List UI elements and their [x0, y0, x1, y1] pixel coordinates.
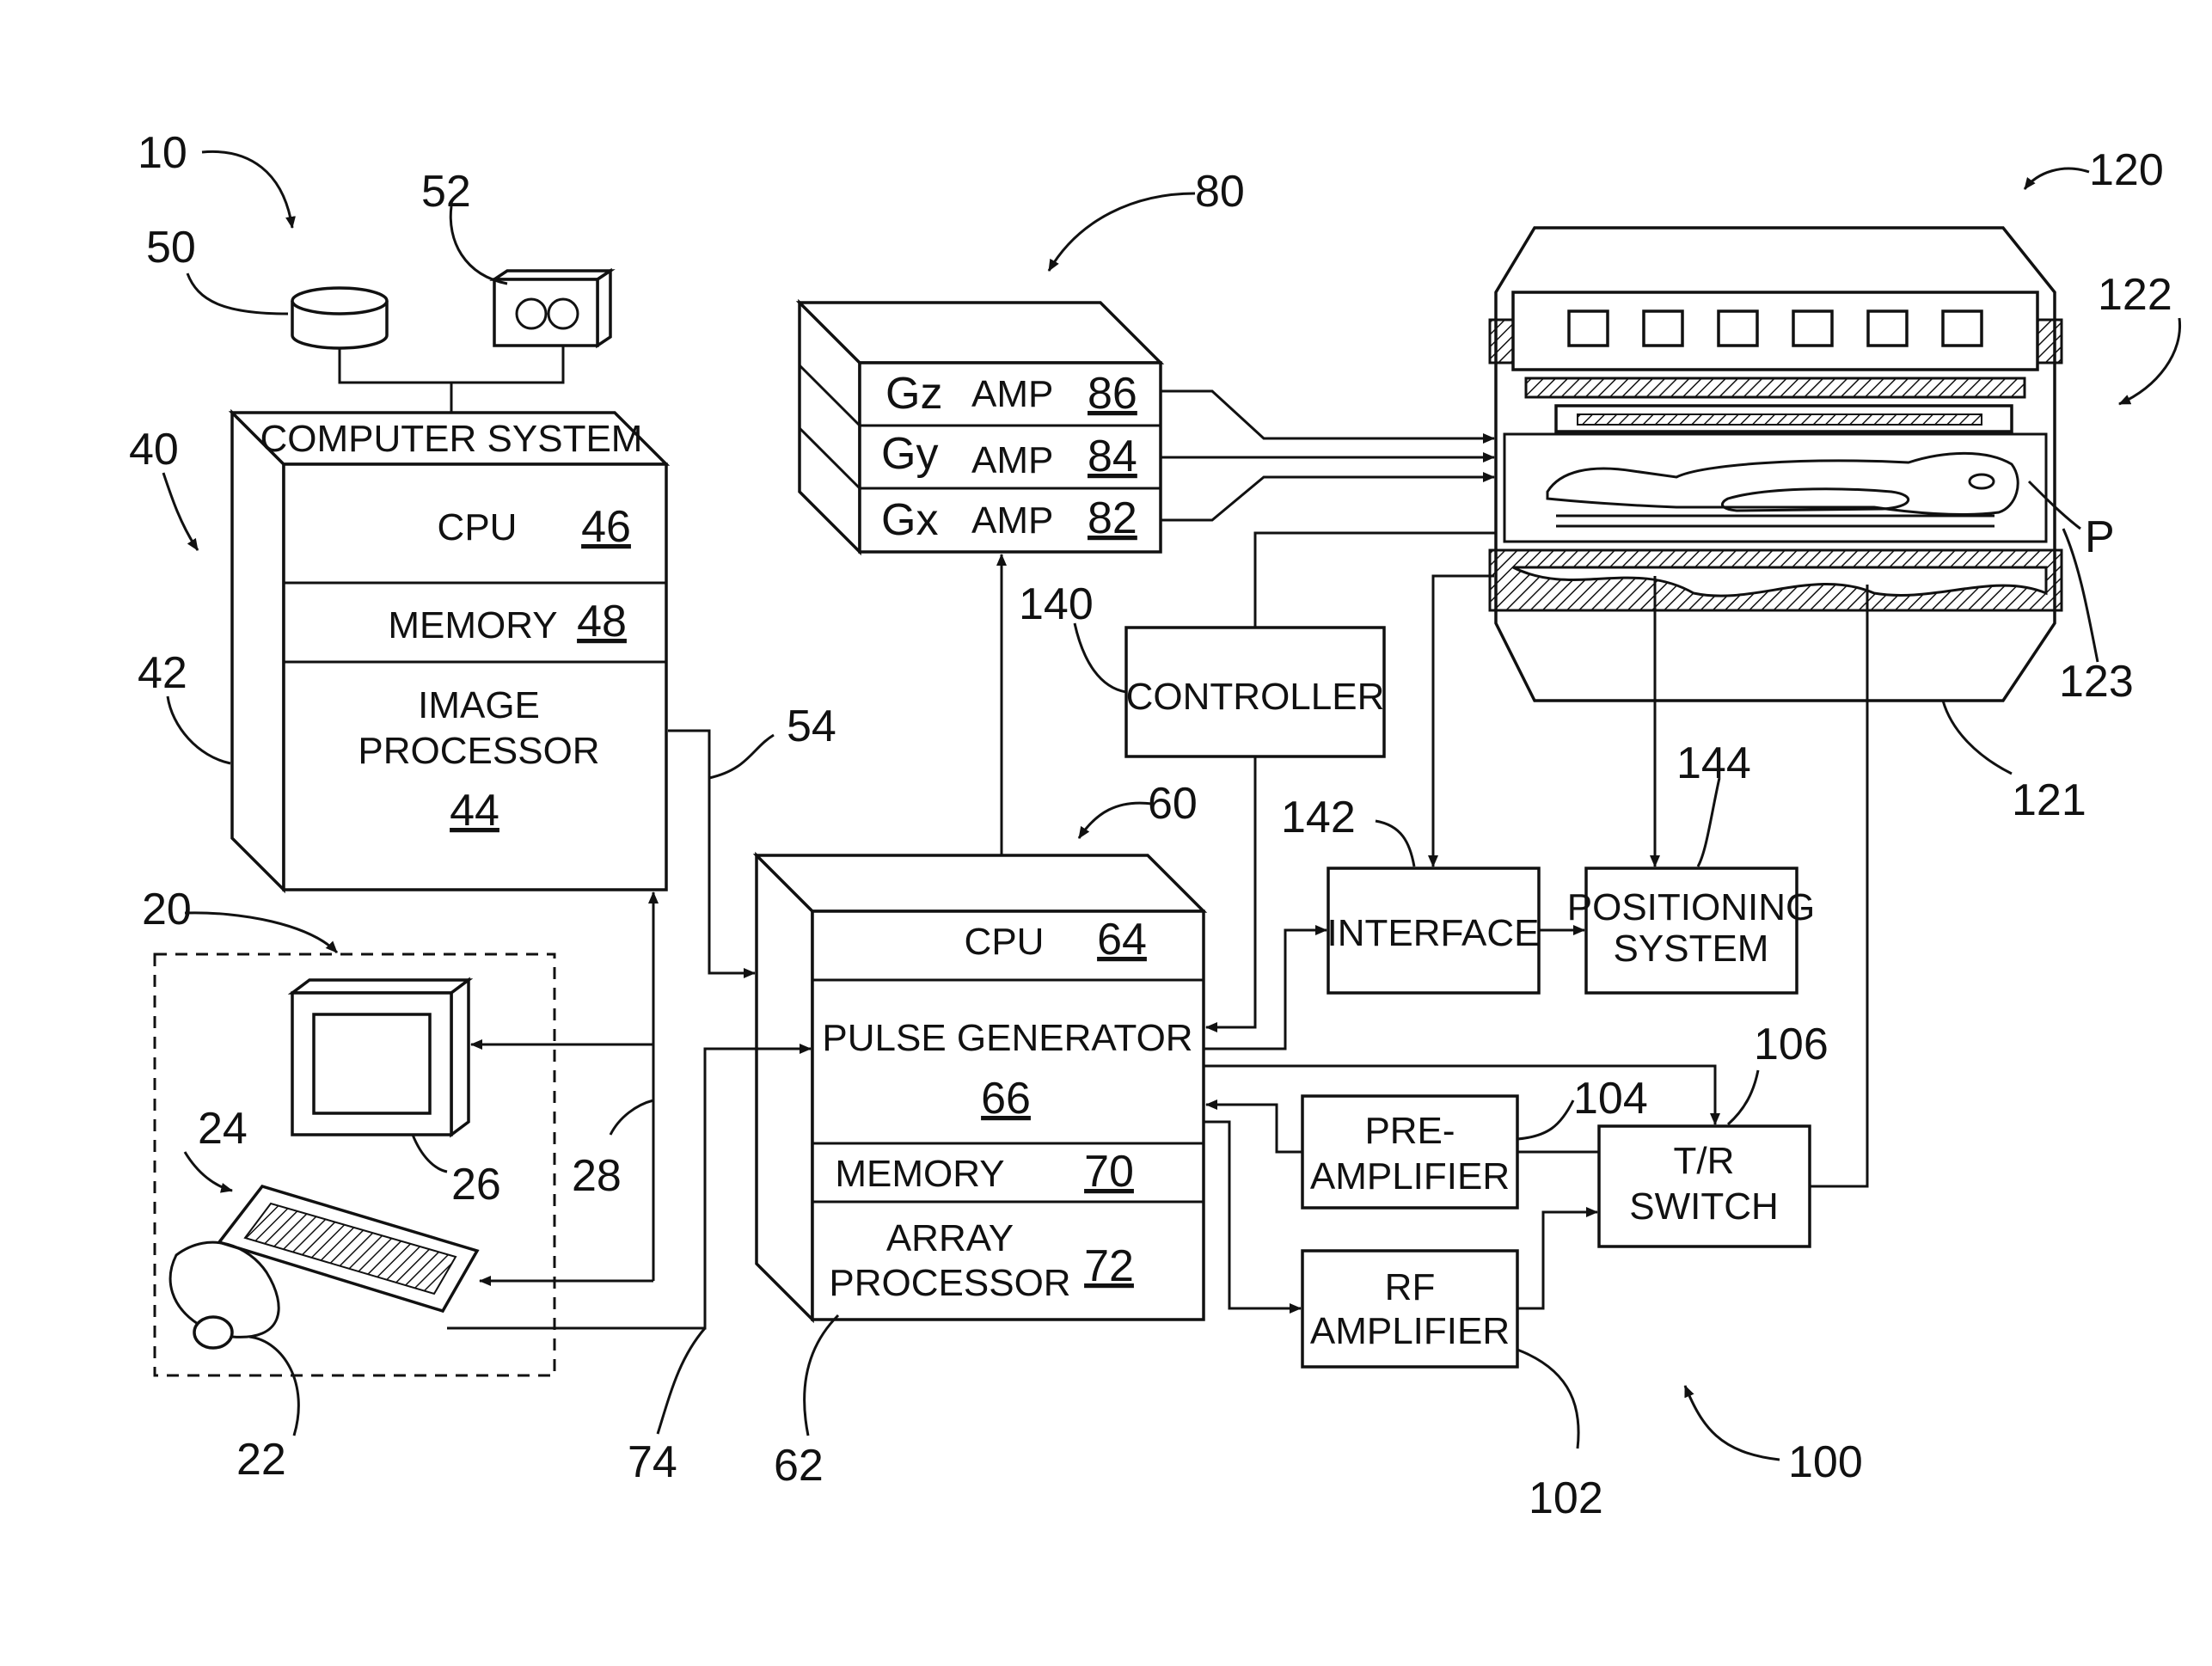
ref-74: 74: [628, 1437, 677, 1487]
cs-memory-number: 48: [577, 597, 627, 646]
ref-100: 100: [1788, 1437, 1863, 1487]
sc-cpu-number: 64: [1097, 915, 1147, 965]
ref-104: 104: [1573, 1074, 1648, 1124]
ref-54: 54: [787, 701, 836, 751]
image-processor-label-1: IMAGE: [418, 684, 540, 726]
positioning-label-1: POSITIONING: [1567, 886, 1815, 928]
ref-102: 102: [1529, 1473, 1603, 1523]
tr-label-1: T/R: [1674, 1140, 1735, 1182]
positioning-label-2: SYSTEM: [1614, 928, 1769, 970]
ref-42: 42: [138, 648, 187, 698]
ref-10: 10: [138, 128, 187, 178]
preamp-label-1: PRE-: [1364, 1110, 1455, 1152]
cs-memory-label: MEMORY: [388, 604, 557, 646]
array-processor-label-1: ARRAY: [886, 1217, 1014, 1259]
ref-52: 52: [421, 167, 471, 217]
ref-140: 140: [1019, 579, 1094, 629]
magnet-assembly: [1490, 228, 2062, 701]
gy-amp-label: AMP: [971, 439, 1053, 481]
ref-142: 142: [1281, 793, 1356, 842]
ref-106: 106: [1754, 1020, 1829, 1069]
ref-28: 28: [572, 1151, 622, 1201]
pulse-generator-number: 66: [981, 1074, 1031, 1124]
ref-24: 24: [198, 1104, 248, 1154]
sc-memory-number: 70: [1084, 1147, 1134, 1197]
disk-storage: [292, 288, 387, 348]
ref-62: 62: [774, 1441, 824, 1491]
system-control: CPU 64 PULSE GENERATOR 66 MEMORY 70 ARRA…: [757, 855, 1204, 1320]
ref-26: 26: [451, 1160, 501, 1210]
controller-label: CONTROLLER: [1126, 676, 1385, 718]
gx-amp-label: AMP: [971, 499, 1053, 542]
ref-50: 50: [146, 223, 196, 273]
ref-22: 22: [236, 1435, 286, 1485]
image-processor-number: 44: [450, 786, 499, 836]
cs-cpu-label: CPU: [438, 506, 518, 548]
keyboard: [219, 1186, 477, 1311]
gx-number: 82: [1088, 493, 1137, 543]
gy-number: 84: [1088, 432, 1137, 481]
gradient-amplifiers: Gz AMP 86 Gy AMP 84 Gx AMP 82: [800, 303, 1161, 552]
gz-amp-label: AMP: [971, 373, 1053, 415]
rf-amp-label-1: RF: [1385, 1266, 1436, 1308]
ref-80: 80: [1195, 167, 1245, 217]
mouse: [194, 1317, 232, 1348]
ref-20: 20: [142, 885, 192, 934]
computer-system-title: COMPUTER SYSTEM: [260, 418, 643, 460]
ref-60: 60: [1148, 779, 1198, 829]
tape-drive: [494, 271, 610, 346]
ref-144: 144: [1676, 738, 1751, 788]
sc-cpu-label: CPU: [965, 921, 1045, 963]
gz-label: Gz: [885, 369, 942, 419]
preamp-label-2: AMPLIFIER: [1310, 1155, 1510, 1197]
cs-cpu-number: 46: [581, 502, 631, 552]
interface-label: INTERFACE: [1327, 912, 1540, 954]
ref-123: 123: [2059, 657, 2134, 707]
ref-120: 120: [2089, 145, 2164, 195]
gz-number: 86: [1088, 369, 1137, 419]
ref-121: 121: [2012, 775, 2086, 825]
ref-40: 40: [129, 425, 179, 475]
pulse-generator-label: PULSE GENERATOR: [822, 1017, 1192, 1059]
gx-label: Gx: [881, 495, 938, 545]
ref-122: 122: [2098, 270, 2172, 320]
display-monitor: [292, 980, 469, 1135]
image-processor-label-2: PROCESSOR: [358, 730, 599, 772]
tr-label-2: SWITCH: [1629, 1185, 1779, 1228]
array-processor-number: 72: [1084, 1241, 1134, 1291]
computer-system: COMPUTER SYSTEM CPU 46 MEMORY 48 IMAGE P…: [232, 413, 666, 890]
array-processor-label-2: PROCESSOR: [829, 1262, 1070, 1304]
ref-p: P: [2085, 512, 2115, 562]
gy-label: Gy: [881, 429, 938, 479]
rf-amp-label-2: AMPLIFIER: [1310, 1310, 1510, 1352]
sc-memory-label: MEMORY: [835, 1153, 1004, 1195]
